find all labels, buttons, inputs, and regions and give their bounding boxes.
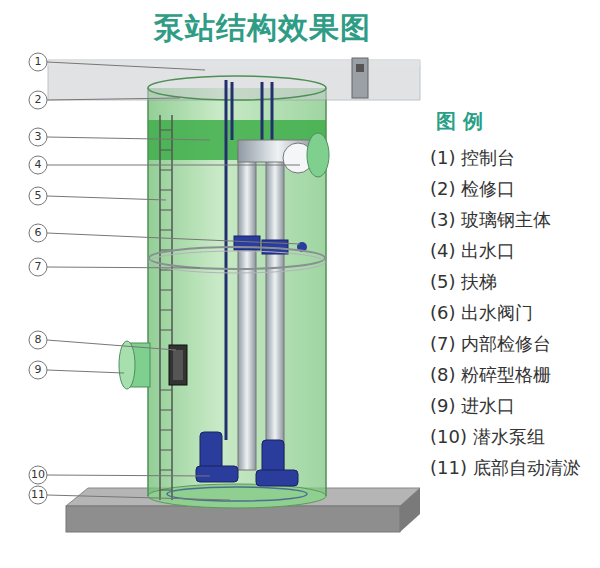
- legend-item: (10) 潜水泵组: [430, 425, 545, 449]
- legend-item: (7) 内部检修台: [430, 332, 551, 356]
- callout-number: 1: [29, 53, 47, 71]
- callout-number: 7: [29, 258, 47, 276]
- legend-item: (5) 扶梯: [430, 270, 497, 294]
- legend-heading: 图 例: [436, 108, 483, 135]
- callout-number: 6: [29, 224, 47, 242]
- callout-number: 4: [29, 156, 47, 174]
- callout-circles: [29, 53, 300, 504]
- callout-number: 2: [29, 91, 47, 109]
- legend-item: (4) 出水口: [430, 239, 515, 263]
- callout-number: 3: [29, 128, 47, 146]
- legend-item: (8) 粉碎型格栅: [430, 363, 551, 387]
- callout-number: 8: [29, 331, 47, 349]
- legend-item: (9) 进水口: [430, 394, 515, 418]
- legend-item: (11) 底部自动清淤: [430, 456, 581, 480]
- callout-number: 10: [29, 466, 47, 484]
- callout-number: 11: [29, 486, 47, 504]
- legend-item: (6) 出水阀门: [430, 301, 533, 325]
- callout-number: 5: [29, 187, 47, 205]
- callout-number: 9: [29, 361, 47, 379]
- legend-item: (2) 检修口: [430, 177, 515, 201]
- diagram-title: 泵站结构效果图: [154, 8, 371, 49]
- legend-item: (1) 控制台: [430, 146, 515, 170]
- legend-item: (3) 玻璃钢主体: [430, 208, 551, 232]
